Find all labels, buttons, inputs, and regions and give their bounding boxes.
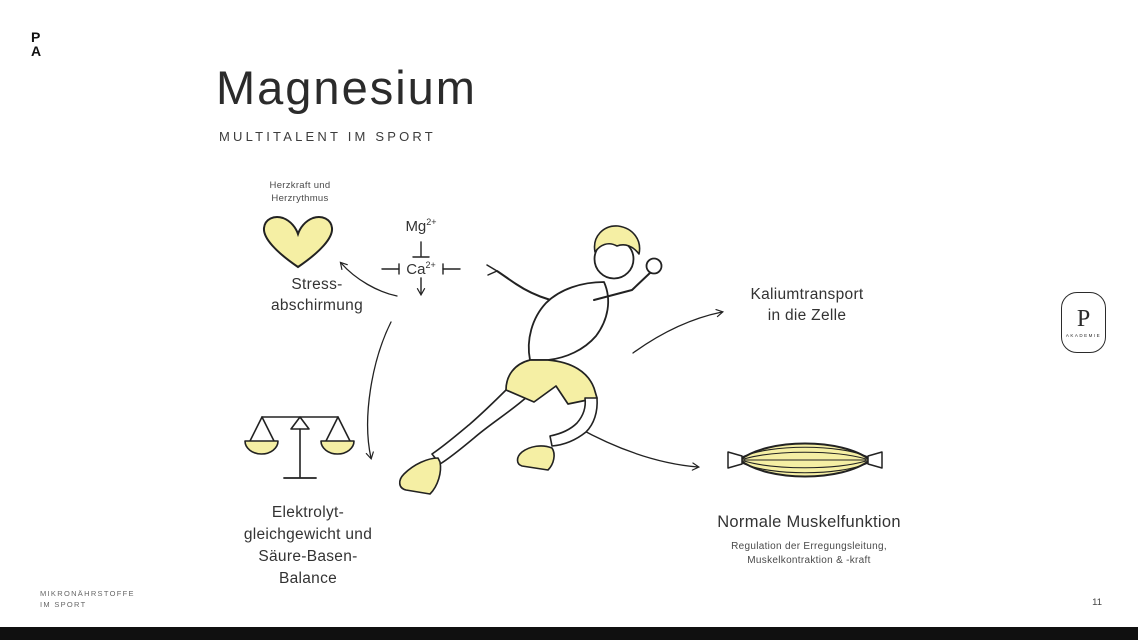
mg-symbol: Mg	[405, 218, 427, 235]
arrow-to-kalium	[632, 308, 725, 354]
stress-label: Stress- abschirmung	[270, 276, 364, 314]
heart-icon	[262, 216, 334, 269]
muscle-caption: Regulation der Erregungsleitung, Muskelk…	[731, 541, 887, 566]
page-title: Magnesium	[216, 61, 477, 114]
balance-scale-icon	[244, 416, 355, 479]
flow-arrows	[339, 261, 725, 471]
arrow-to-muscle	[576, 426, 701, 471]
ca-charge: 2+	[425, 260, 436, 270]
ca-symbol: Ca	[406, 261, 426, 278]
magnesium-ion-label: Mg2+	[396, 217, 446, 235]
arrow-to-scale	[365, 321, 392, 461]
electrolyte-label: Elektrolyt- gleichgewicht und Säure-Base…	[243, 504, 373, 587]
mg-charge: 2+	[426, 217, 437, 227]
calcium-ion-label: Ca2+	[396, 260, 446, 278]
footer-left: MIKRONÄHRSTOFFE IM SPORT	[40, 589, 135, 609]
brand-logo: P A	[31, 29, 43, 59]
bottom-bar	[0, 627, 1138, 640]
page-subtitle: MULTITALENT IM SPORT	[219, 129, 436, 144]
badge-text: AKADEMIE	[1065, 333, 1102, 338]
heart-caption: Herzkraft und Herzrythmus	[269, 180, 331, 204]
badge-letter: P	[1076, 306, 1091, 332]
page-number: 11	[1092, 597, 1102, 608]
muscle-label: Normale Muskelfunktion	[717, 513, 901, 531]
muscle-icon	[727, 442, 883, 478]
academy-badge: P AKADEMIE	[1061, 292, 1106, 353]
kalium-label: Kaliumtransport in die Zelle	[750, 286, 864, 324]
